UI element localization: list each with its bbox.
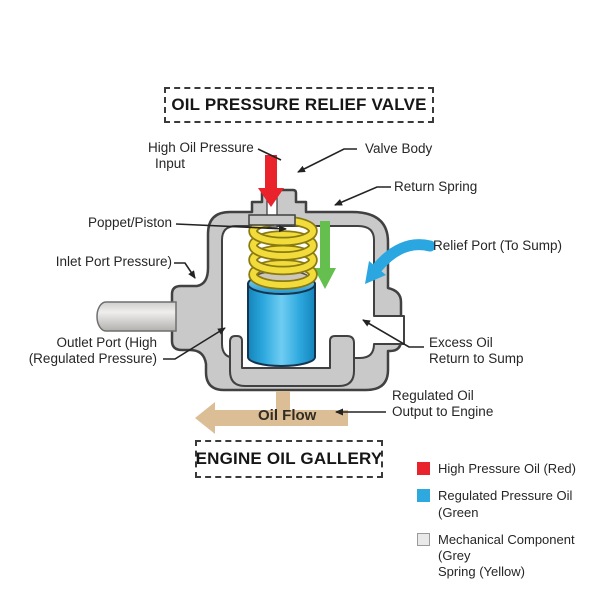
label-high-oil-pressure-input: High Oil Pressure Input xyxy=(148,140,254,172)
legend-swatch-red-icon xyxy=(417,462,430,475)
legend-item-regulated-pressure: Regulated Pressure Oil (Green xyxy=(417,488,600,521)
legend-swatch-grey-icon xyxy=(417,532,430,546)
high-pressure-input-arrow xyxy=(258,155,284,207)
leader-return-spring xyxy=(334,186,391,206)
label-relief-port: Relief Port (To Sump) xyxy=(433,238,563,253)
leader-inlet-port xyxy=(174,262,196,279)
return-spring-coil xyxy=(248,215,318,290)
label-poppet-piston: Poppet/Piston xyxy=(87,215,172,230)
relief-port-arrow xyxy=(365,239,436,284)
label-inlet-port: Inlet Port Pressure) xyxy=(55,254,172,269)
regulated-flow-arrow xyxy=(314,221,336,289)
label-valve-body: Valve Body xyxy=(365,141,433,156)
leader-high-oil-pressure xyxy=(257,148,282,161)
spring-seat-plate xyxy=(248,214,296,226)
label-regulated-oil: Regulated Oil Output to Engine xyxy=(392,388,494,420)
leader-poppet-piston xyxy=(175,223,287,233)
legend-swatch-blue-icon xyxy=(417,489,430,503)
legend-item-mechanical: Mechanical Component (Grey Spring (Yello… xyxy=(417,532,600,581)
engine-oil-gallery-box: ENGINE OIL GALLERY xyxy=(195,440,383,478)
legend: High Pressure Oil (Red) Regulated Pressu… xyxy=(417,461,600,581)
leader-lines xyxy=(163,148,424,416)
label-oil-flow: Oil Flow xyxy=(258,407,317,424)
oil-flow-arrow xyxy=(195,391,348,434)
leader-excess-oil xyxy=(362,319,424,348)
label-return-spring: Return Spring xyxy=(394,179,478,194)
page-title: OIL PRESSURE RELIEF VALVE xyxy=(164,87,434,123)
leader-valve-body xyxy=(297,148,357,173)
label-outlet-port: Outlet Port (High (Regulated Pressure) xyxy=(28,335,157,367)
inlet-pipe xyxy=(96,301,177,332)
leader-outlet-port xyxy=(163,327,226,360)
label-excess-oil: Excess Oil Return to Sump xyxy=(429,335,524,367)
legend-item-high-pressure: High Pressure Oil (Red) xyxy=(417,461,600,477)
piston-well xyxy=(229,335,355,387)
